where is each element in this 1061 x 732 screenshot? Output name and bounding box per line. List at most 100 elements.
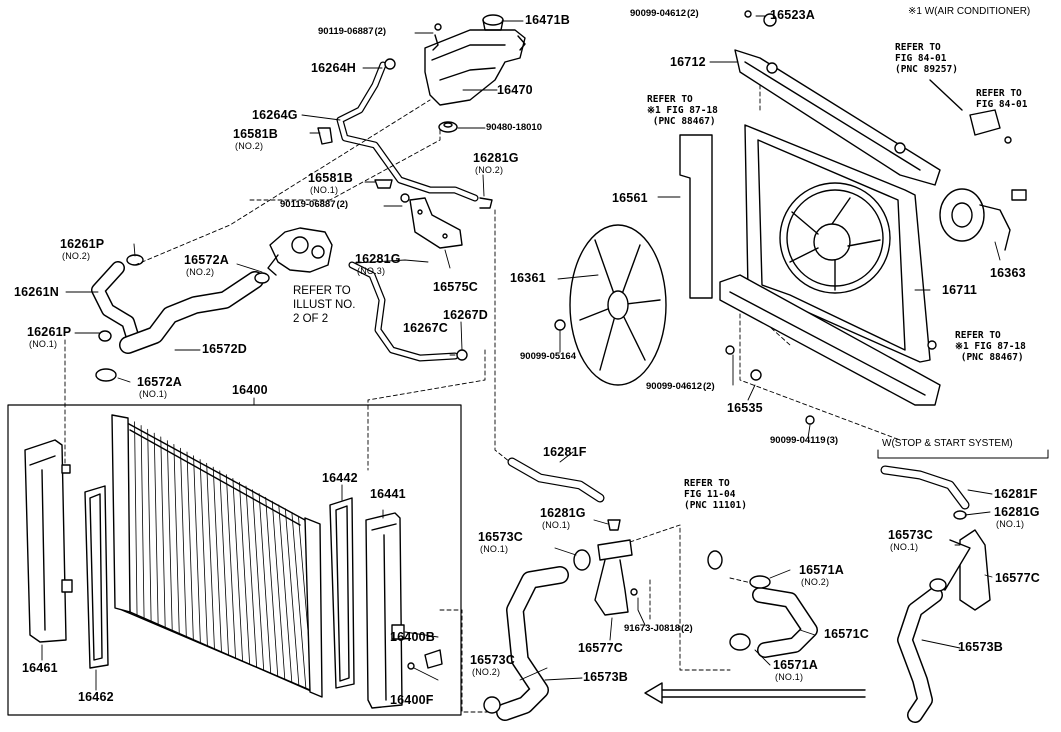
part-label-16264g: 16264G xyxy=(252,109,298,122)
part-number: 16571C xyxy=(824,627,869,641)
part-label-16573c: 16573C(NO.1) xyxy=(478,531,523,554)
bracket xyxy=(409,197,463,249)
part-number: 16281G xyxy=(540,506,586,520)
part-label-16572d: 16572D xyxy=(202,343,247,356)
cooling-fan xyxy=(554,224,667,386)
ac-note: ※1 W(AIR CONDITIONER) xyxy=(908,6,1031,17)
part-number: 16572D xyxy=(202,342,247,356)
core-fin xyxy=(252,489,265,671)
part-qualifier: (NO.1) xyxy=(310,184,339,195)
refer-fig-84-01-b-note: REFER TO FIG 84-01 xyxy=(976,88,1028,110)
part-number: 16361 xyxy=(510,271,546,285)
part-number: 16573B xyxy=(583,670,628,684)
core-fin xyxy=(134,421,138,616)
part-label-16571a: 16571A(NO.2) xyxy=(799,564,844,587)
part-label-90099-04612: 90099-04612(2) xyxy=(646,382,715,392)
part-label-16572a: 16572A(NO.1) xyxy=(137,376,182,399)
core-fin xyxy=(291,512,307,690)
part-label-16561: 16561 xyxy=(612,192,648,205)
part-number: 16281F xyxy=(994,487,1038,501)
part-number: 90119-06887 xyxy=(280,199,336,210)
part-number: 91673-J0818 xyxy=(624,623,680,634)
lower-hose-group xyxy=(483,457,818,721)
fan-shroud xyxy=(719,124,941,406)
core-fin xyxy=(212,466,222,653)
part-number: 16267C xyxy=(403,321,448,335)
upper-support xyxy=(734,10,941,186)
part-number: 16363 xyxy=(990,266,1026,280)
part-number: 16711 xyxy=(942,283,978,297)
reservoir-hose xyxy=(317,58,493,209)
part-qualifier: (3) xyxy=(826,435,839,446)
radiator-tank-left xyxy=(24,439,73,643)
part-number: 16577C xyxy=(995,571,1040,585)
core-fin xyxy=(225,474,236,659)
part-label-16281g: 16281G(NO.1) xyxy=(540,507,586,530)
part-number: 16573C xyxy=(888,528,933,542)
core-fin xyxy=(278,504,293,684)
part-qualifier: (NO.1) xyxy=(542,519,571,530)
direction-arrow xyxy=(644,682,866,704)
part-label-16571c: 16571C xyxy=(824,628,869,641)
part-label-16711: 16711 xyxy=(942,284,977,297)
part-label-16577c: 16577C xyxy=(578,642,623,655)
part-label-16361: 16361 xyxy=(510,272,546,285)
part-label-90119-06887: 90119-06887(2) xyxy=(280,200,348,210)
core-fin xyxy=(166,440,173,631)
part-number: 16573C xyxy=(470,653,515,667)
part-label-90099-05164: 90099-05164 xyxy=(520,352,576,362)
part-label-16573b: 16573B xyxy=(583,671,628,684)
part-qualifier: (2) xyxy=(687,8,699,19)
part-label-16573c: 16573C(NO.2) xyxy=(470,654,515,677)
core-fin xyxy=(173,444,180,634)
relay xyxy=(929,79,1012,144)
part-label-91673-j0818: 91673-J0818(2) xyxy=(624,624,693,634)
part-number: 16572A xyxy=(184,253,229,267)
part-number: 16573B xyxy=(958,640,1003,654)
part-label-16535: 16535 xyxy=(727,402,763,415)
radiator-seal-right xyxy=(329,497,355,689)
refer-illust-note: REFER TO ILLUST NO. 2 OF 2 xyxy=(293,285,356,325)
part-number: 16571A xyxy=(773,658,818,672)
part-label-16267d: 16267D xyxy=(443,309,488,322)
core-fin xyxy=(193,455,201,644)
part-label-16571a: 16571A(NO.1) xyxy=(773,659,818,682)
part-number: 90099-04612 xyxy=(630,8,686,19)
core-fin xyxy=(245,485,258,668)
core-fin xyxy=(199,459,208,647)
part-qualifier: (NO.1) xyxy=(480,543,509,554)
part-label-90480-18010: 90480-18010 xyxy=(486,123,542,133)
core-fin xyxy=(284,508,300,687)
part-label-16581b: 16581B(NO.2) xyxy=(233,128,278,151)
reservoir-tank xyxy=(424,14,526,133)
refer-fig-11-04-note: REFER TO FIG 11-04 (PNC 11101) xyxy=(684,478,747,511)
part-label-16577c: 16577C xyxy=(995,572,1040,585)
part-label-90119-06887: 90119-06887(2) xyxy=(318,27,386,37)
part-qualifier: (NO.2) xyxy=(186,266,215,277)
part-number: 16571A xyxy=(799,563,844,577)
part-qualifier: (NO.2) xyxy=(235,140,264,151)
radiator-core xyxy=(111,414,323,698)
core-fin xyxy=(232,478,243,662)
part-number: 16577C xyxy=(578,641,623,655)
part-label-16462: 16462 xyxy=(78,691,114,704)
part-label-16281g: 16281G(NO.2) xyxy=(473,152,519,175)
part-label-16267c: 16267C xyxy=(403,322,448,335)
part-number: 16441 xyxy=(370,487,406,501)
part-qualifier: (NO.2) xyxy=(475,164,504,175)
part-label-16281f: 16281F xyxy=(994,488,1038,501)
core-fin xyxy=(239,481,251,665)
part-number: 16712 xyxy=(670,55,706,69)
part-qualifier: (2) xyxy=(336,199,349,210)
part-number: 16573C xyxy=(478,530,523,544)
part-qualifier: (NO.2) xyxy=(801,576,830,587)
radiator-frame xyxy=(7,404,462,716)
part-number: 16400B xyxy=(390,630,435,644)
part-qualifier: (NO.1) xyxy=(775,671,804,682)
part-qualifier: (2) xyxy=(681,623,693,634)
part-number: 16575C xyxy=(433,280,478,294)
part-number: 16261P xyxy=(27,325,72,339)
part-number: 90099-04612 xyxy=(646,381,702,392)
part-number: 16400 xyxy=(232,383,268,397)
